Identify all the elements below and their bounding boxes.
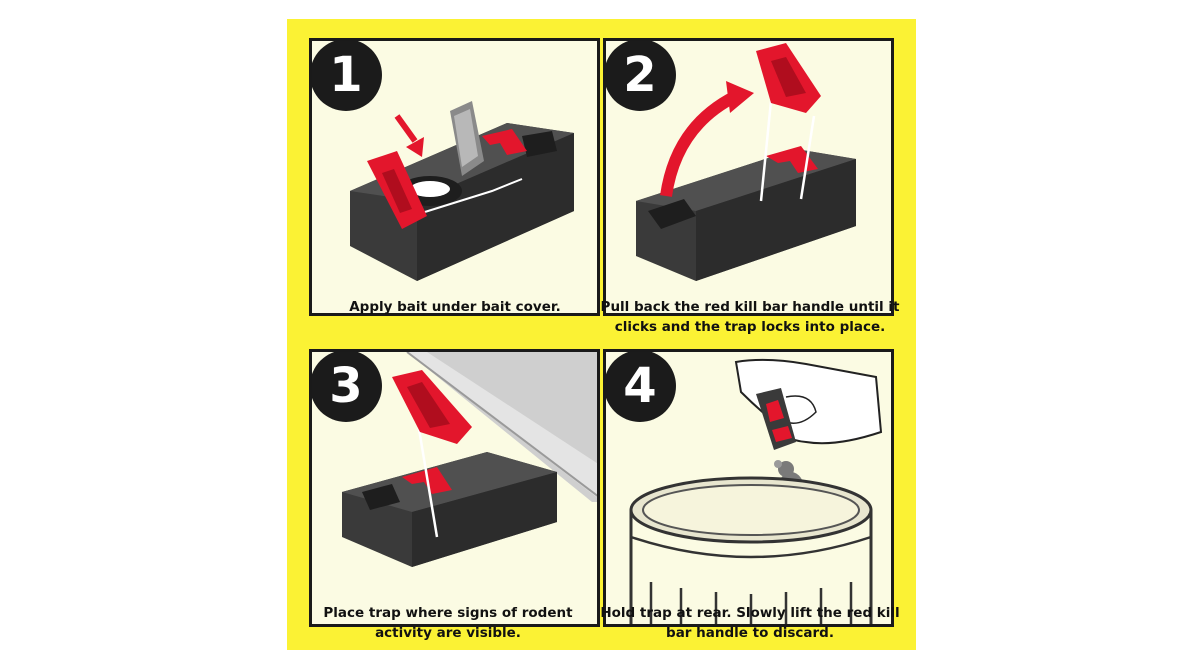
step-4-illustration [629,358,883,624]
step-2-illustration [636,43,856,281]
step-2-panel: 2 [603,38,894,316]
step-4-number: 4 [606,352,676,422]
step-3-caption: Place trap where signs of rodent activit… [323,605,573,641]
step-1-illustration [350,101,574,281]
step-3-illustration [342,352,597,567]
step-2-caption: Pull back the red kill bar handle until … [600,299,900,335]
step-2-number: 2 [606,41,676,111]
step-3-panel: 3 [309,349,600,627]
step-4-panel: 4 [603,349,894,627]
step-1-caption: Apply bait under bait cover. [349,299,561,315]
step-4-caption: Hold trap at rear. Slowly lift the red k… [600,605,900,641]
step-1-number: 1 [312,41,382,111]
step-3-number: 3 [312,352,382,422]
step-1-panel: 1 [309,38,600,316]
